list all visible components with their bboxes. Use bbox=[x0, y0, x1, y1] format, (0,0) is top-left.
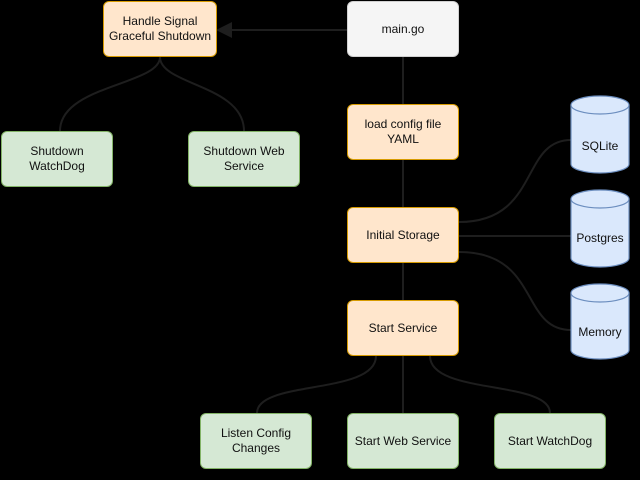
node-handle-signal[interactable]: Handle Signal Graceful Shutdown bbox=[103, 1, 217, 57]
edge-storage-to-sqlite bbox=[458, 139, 572, 223]
node-shutdown-web-service[interactable]: Shutdown Web Service bbox=[188, 131, 300, 187]
edge-start-service-to-start-watchdog bbox=[429, 355, 551, 414]
edge-storage-to-memory bbox=[458, 251, 572, 331]
edge-handle-signal-to-shutdown-watchdog bbox=[59, 56, 161, 132]
edge-handle-signal-to-shutdown-web bbox=[159, 56, 245, 132]
node-main-go[interactable]: main.go bbox=[347, 1, 459, 57]
node-start-web-service[interactable]: Start Web Service bbox=[347, 413, 459, 469]
node-listen-config-changes[interactable]: Listen Config Changes bbox=[200, 413, 312, 469]
node-start-watchdog[interactable]: Start WatchDog bbox=[494, 413, 606, 469]
database-memory-label: Memory bbox=[578, 325, 622, 339]
node-shutdown-watchdog[interactable]: Shutdown WatchDog bbox=[1, 131, 113, 187]
node-load-config[interactable]: load config file YAML bbox=[347, 104, 459, 160]
node-initial-storage[interactable]: Initial Storage bbox=[347, 207, 459, 263]
database-sqlite bbox=[570, 95, 630, 174]
database-postgres bbox=[570, 189, 630, 268]
database-memory bbox=[570, 283, 630, 360]
node-start-service[interactable]: Start Service bbox=[347, 300, 459, 356]
database-postgres-label: Postgres bbox=[576, 231, 624, 245]
edge-start-service-to-listen-config bbox=[256, 355, 377, 414]
database-sqlite-label: SQLite bbox=[581, 139, 619, 153]
